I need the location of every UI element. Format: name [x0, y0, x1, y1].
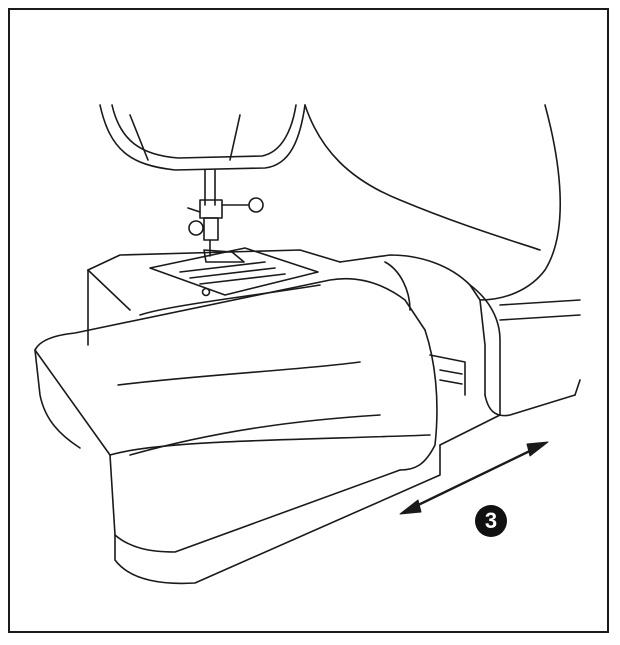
double-headed-arrow-icon — [399, 441, 549, 515]
needle-assembly — [187, 169, 264, 263]
figure-frame — [8, 8, 609, 633]
machine-head — [99, 104, 562, 301]
step-number-marker: 3 — [475, 505, 507, 537]
free-arm — [339, 254, 581, 446]
extension-table — [34, 277, 441, 585]
machine-bed — [87, 247, 341, 346]
